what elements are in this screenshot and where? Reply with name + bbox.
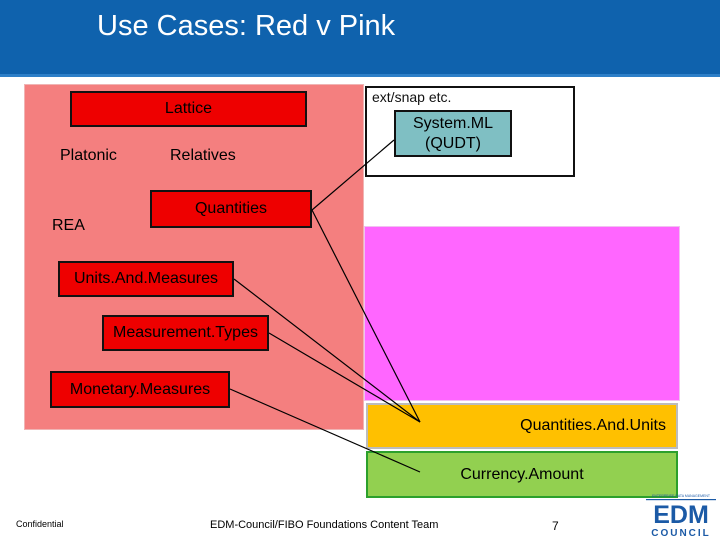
logo-council-text: COUNCIL bbox=[651, 528, 711, 539]
logo-edm-text: EDM bbox=[653, 501, 709, 529]
ext-region-label: ext/snap etc. bbox=[372, 89, 452, 105]
lattice-box: Lattice bbox=[70, 91, 307, 127]
pink-region bbox=[364, 226, 680, 401]
footer-team-label: EDM-Council/FIBO Foundations Content Tea… bbox=[210, 519, 439, 531]
relatives-label: Relatives bbox=[170, 147, 236, 164]
edm-council-logo: ENTERPRISE DATA MANAGEMENT EDM COUNCIL bbox=[646, 494, 716, 539]
title-bar bbox=[0, 0, 720, 74]
title-bar-rule bbox=[0, 74, 720, 77]
monetary-measures-box: Monetary.Measures bbox=[50, 371, 230, 408]
currency-amount-box: Currency.Amount bbox=[366, 451, 678, 498]
systemml-qudt-box: System.ML (QUDT) bbox=[394, 110, 512, 157]
confidential-label: Confidential bbox=[16, 519, 64, 529]
page-number: 7 bbox=[552, 519, 559, 533]
quantities-and-units-box: Quantities.And.Units bbox=[366, 403, 678, 449]
quantities-box: Quantities bbox=[150, 190, 312, 228]
platonic-label: Platonic bbox=[60, 147, 117, 164]
slide-title: Use Cases: Red v Pink bbox=[97, 10, 396, 42]
logo-tagline: ENTERPRISE DATA MANAGEMENT bbox=[652, 494, 711, 498]
rea-label: REA bbox=[52, 217, 85, 234]
units-and-measures-box: Units.And.Measures bbox=[58, 261, 234, 297]
measurement-types-box: Measurement.Types bbox=[102, 315, 269, 351]
